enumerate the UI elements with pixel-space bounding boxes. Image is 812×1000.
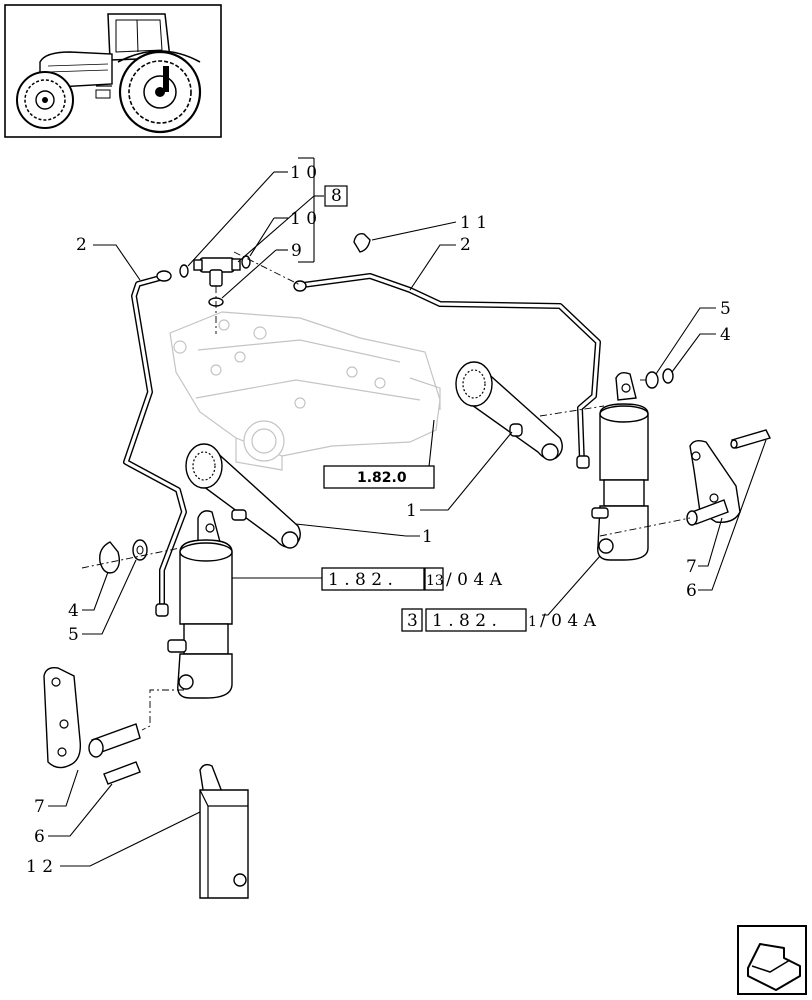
- circlip-right: [662, 368, 674, 384]
- callout-6-right: 6: [686, 581, 697, 601]
- callout-2-left: 2: [76, 235, 87, 255]
- callout-12: 1 2: [26, 857, 53, 877]
- tractor-thumbnail-icon: [4, 4, 222, 138]
- callout-10-upper: 1 0: [290, 163, 317, 183]
- callout-4-left: 4: [68, 601, 79, 621]
- reference-b-sub: 1: [528, 614, 537, 630]
- lift-arm-left: [185, 443, 301, 549]
- reference-a: 1 . 8 2 . 13 / 0 4 A: [321, 567, 503, 591]
- reference-b: 3 1 . 8 2 . 1 / 0 4 A: [401, 608, 597, 632]
- hydraulic-cylinder-left: [167, 510, 233, 699]
- lift-arm-right: [455, 361, 563, 461]
- callout-8: 8: [331, 186, 342, 206]
- lift-housing-ghost: [169, 311, 441, 471]
- pipe-left: [123, 270, 187, 617]
- cap-plug: [353, 232, 371, 253]
- reference-a-sub: 13: [426, 573, 444, 589]
- callout-6-left: 6: [34, 827, 45, 847]
- callout-5-right: 5: [720, 299, 731, 319]
- callout-9: 9: [291, 241, 302, 261]
- callout-labels: 1 0 8 1 0 9 1 1 2 2 5 4 1 1 7 6 4 5 7 6 …: [26, 163, 731, 877]
- tee-fitting: [193, 257, 241, 287]
- reference-main-label: 1.82.0: [357, 470, 407, 486]
- hydraulic-cylinder-right: [591, 371, 649, 561]
- reference-b-prefix: 3: [407, 611, 418, 631]
- callout-4-right: 4: [720, 325, 731, 345]
- stop-block: [199, 763, 249, 899]
- reference-b-tail: / 0 4 A: [540, 611, 597, 631]
- pin-left: [103, 761, 141, 785]
- callout-11: 1 1: [460, 213, 487, 233]
- callout-7-right: 7: [686, 557, 697, 577]
- callout-2-right: 2: [460, 235, 471, 255]
- callout-1-upper: 1: [406, 501, 417, 521]
- callout-1-lower: 1: [422, 527, 433, 547]
- reference-b-label: 1 . 8 2 .: [432, 611, 497, 631]
- callout-7-left: 7: [34, 797, 45, 817]
- callout-10-lower: 1 0: [290, 209, 317, 229]
- callout-5-left: 5: [68, 625, 79, 645]
- washer-right: [645, 371, 659, 389]
- reference-a-tail: / 0 4 A: [446, 570, 503, 590]
- reference-a-label: 1 . 8 2 .: [328, 570, 393, 590]
- seal-ring-left: [179, 264, 189, 278]
- circlip-left: [99, 541, 121, 574]
- reference-main: 1.82.0: [323, 465, 435, 489]
- leader-lines: [48, 157, 767, 867]
- bracket-right: [686, 439, 741, 526]
- next-page-arrow-icon[interactable]: [737, 925, 807, 995]
- bracket-left: [43, 666, 141, 769]
- washer-left: [132, 539, 148, 561]
